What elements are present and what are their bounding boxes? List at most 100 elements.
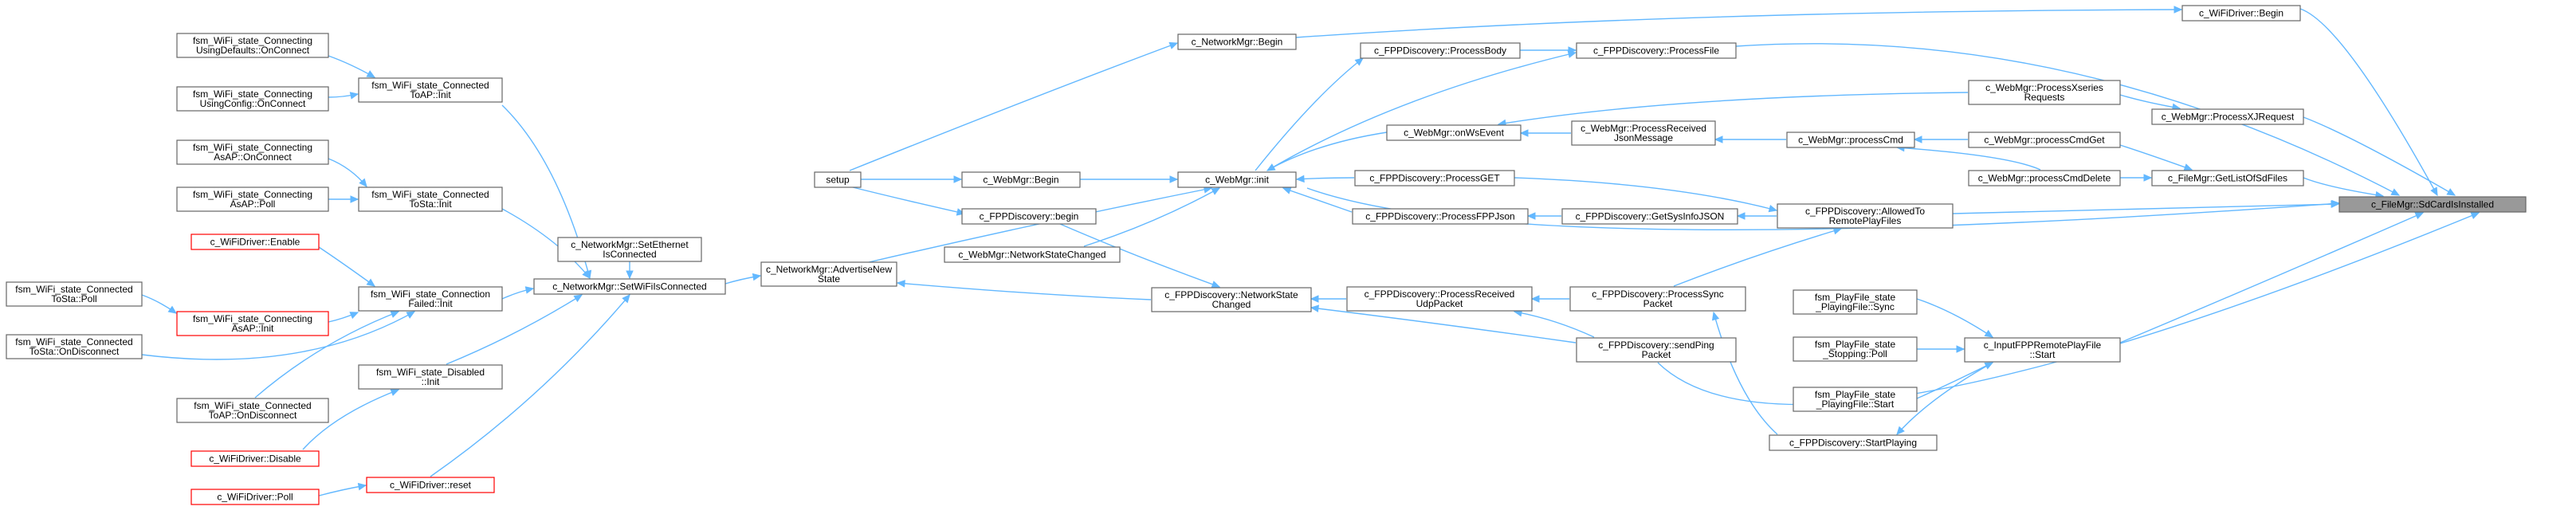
graph-node-fsm-playfile-state-stopping-poll[interactable]: fsm_PlayFile_state_Stopping::Poll — [1793, 336, 1918, 362]
edge-arrowhead — [2430, 186, 2438, 197]
call-edge — [254, 311, 399, 398]
edge-arrowhead — [1211, 281, 1221, 289]
graph-node-c-fppdiscovery-startplaying[interactable]: c_FPPDiscovery::StartPlaying — [1769, 434, 1938, 451]
node-label: c_FPPDiscovery::ProcessReceived — [1365, 289, 1515, 300]
call-edge — [1295, 9, 2182, 38]
node-box — [1964, 337, 2121, 363]
graph-node-fsm-wifi-state-connectedtosta-ondisconnect[interactable]: fsm_WiFi_state_ConnectedToSta::OnDisconn… — [6, 334, 143, 359]
edge-arrowhead — [573, 294, 583, 303]
node-label: c_NetworkMgr::AdvertiseNew — [766, 264, 892, 275]
edge-arrowhead — [2446, 188, 2456, 196]
graph-node-c-fppdiscovery-networkstatechanged[interactable]: c_FPPDiscovery::NetworkStateChanged — [1151, 287, 1312, 312]
edge-arrowhead — [1310, 295, 1319, 303]
graph-node-c-filemgr-getlistofsdfiles[interactable]: c_FileMgr::GetListOfSdFiles — [2151, 170, 2304, 186]
graph-node-fsm-wifi-state-disabled-init[interactable]: fsm_WiFi_state_Disabled::Init — [358, 364, 503, 390]
graph-node-c-networkmgr-setwifiisconnected[interactable]: c_NetworkMgr::SetWiFiIsConnected — [533, 278, 726, 295]
graph-node-c-filemgr-sdcardisinstalled[interactable]: c_FileMgr::SdCardIsInstalled — [2338, 196, 2527, 213]
graph-node-c-fppdiscovery-processget[interactable]: c_FPPDiscovery::ProcessGET — [1354, 170, 1515, 186]
node-label: fsm_WiFi_state_Disabled — [376, 367, 485, 378]
node-label: UsingConfig::OnConnect — [200, 98, 306, 109]
node-label: c_FPPDiscovery::ProcessSync — [1592, 289, 1723, 300]
graph-node-c-webmgr-processcmddelete[interactable]: c_WebMgr::processCmdDelete — [1968, 170, 2121, 186]
node-box — [944, 246, 1121, 263]
call-edge — [849, 186, 965, 214]
edge-arrowhead — [390, 388, 400, 396]
call-edge — [1673, 228, 1842, 287]
graph-node-c-webmgr-init[interactable]: c_WebMgr::init — [1177, 171, 1297, 188]
node-label: c_FPPDiscovery::AllowedTo — [1805, 206, 1925, 217]
node-box — [176, 33, 329, 58]
graph-node-fsm-playfile-state-playingfile-start[interactable]: fsm_PlayFile_state_PlayingFile::Start — [1793, 387, 1918, 412]
graph-node-fsm-playfile-state-playingfile-sync[interactable]: fsm_PlayFile_state_PlayingFile::Sync — [1793, 289, 1918, 315]
graph-node-c-fppdiscovery-getsysinfojson[interactable]: c_FPPDiscovery::GetSysInfoJSON — [1561, 208, 1738, 225]
node-label: c_WebMgr::processCmdGet — [1984, 135, 2105, 146]
node-label: c_NetworkMgr::Begin — [1192, 37, 1283, 48]
call-edge — [849, 42, 1178, 171]
graph-node-c-fppdiscovery-processfile[interactable]: c_FPPDiscovery::ProcessFile — [1576, 42, 1737, 59]
edge-arrowhead — [350, 195, 359, 203]
node-label: c_WebMgr::init — [1205, 175, 1269, 186]
node-label: ToSta::Init — [409, 198, 452, 210]
graph-node-fsm-wifi-state-connectedtoap-ondisconnect[interactable]: fsm_WiFi_state_ConnectedToAP::OnDisconne… — [176, 398, 329, 423]
graph-node-c-webmgr-processcmdget[interactable]: c_WebMgr::processCmdGet — [1968, 132, 2121, 148]
graph-node-c-inputfppremoteplayfile-start[interactable]: c_InputFPPRemotePlayFile::Start — [1964, 337, 2121, 363]
graph-node-c-fppdiscovery-processbody[interactable]: c_FPPDiscovery::ProcessBody — [1360, 42, 1521, 59]
node-label: c_FPPDiscovery::sendPing — [1598, 340, 1714, 351]
graph-node-setup[interactable]: setup — [814, 171, 862, 188]
graph-node-fsm-wifi-state-connectingusingdefaults-onconnect[interactable]: fsm_WiFi_state_ConnectingUsingDefaults::… — [176, 33, 329, 58]
graph-node-c-wifidriver-disable[interactable]: c_WiFiDriver::Disable — [190, 450, 320, 467]
node-label: c_FPPDiscovery::ProcessBody — [1374, 45, 1506, 57]
graph-node-c-webmgr-networkstatechanged[interactable]: c_WebMgr::NetworkStateChanged — [944, 246, 1121, 263]
node-label: c_WebMgr::ProcessXJRequest — [2162, 112, 2295, 123]
node-label: State — [818, 273, 840, 285]
node-label: c_FPPDiscovery::NetworkState — [1164, 289, 1298, 300]
node-label: fsm_WiFi_state_Connected — [371, 189, 489, 200]
node-label: fsm_PlayFile_state — [1815, 339, 1896, 350]
node-label: c_FPPDiscovery::GetSysInfoJSON — [1576, 211, 1725, 222]
graph-node-c-networkmgr-begin[interactable]: c_NetworkMgr::Begin — [1177, 33, 1297, 50]
edge-arrowhead — [2414, 212, 2425, 220]
node-label: Packet — [1642, 349, 1671, 360]
edge-arrowhead — [1984, 329, 1994, 338]
graph-node-c-fppdiscovery-processfppjson[interactable]: c_FPPDiscovery::ProcessFPPJson — [1352, 208, 1529, 225]
node-box — [2151, 108, 2304, 125]
graph-node-c-webmgr-begin[interactable]: c_WebMgr::Begin — [961, 171, 1081, 188]
graph-node-c-wifidriver-enable[interactable]: c_WiFiDriver::Enable — [190, 234, 320, 250]
graph-node-c-wifidriver-poll[interactable]: c_WiFiDriver::Poll — [190, 489, 320, 505]
graph-node-fsm-wifi-state-connectingusingconfig-onconnect[interactable]: fsm_WiFi_state_ConnectingUsingConfig::On… — [176, 86, 329, 112]
graph-node-c-webmgr-processcmd[interactable]: c_WebMgr::processCmd — [1786, 132, 1915, 148]
node-box — [1576, 337, 1737, 363]
edge-arrowhead — [1282, 186, 1292, 194]
edge-arrowhead — [622, 294, 630, 304]
graph-node-c-wifidriver-reset[interactable]: c_WiFiDriver::reset — [366, 477, 495, 493]
call-edge — [897, 282, 1152, 300]
graph-node-c-webmgr-onwsevent[interactable]: c_WebMgr::onWsEvent — [1386, 124, 1522, 141]
graph-node-c-fppdiscovery-begin[interactable]: c_FPPDiscovery::begin — [961, 208, 1097, 225]
node-box — [1352, 208, 1529, 225]
node-label: RemotePlayFiles — [1829, 215, 1902, 226]
graph-node-c-wifidriver-begin[interactable]: c_WiFiDriver::Begin — [2181, 5, 2301, 22]
node-label: fsm_WiFi_state_Connected — [371, 80, 489, 91]
node-label: fsm_WiFi_state_Connecting — [193, 189, 312, 200]
call-edge — [2119, 144, 2193, 171]
node-box — [1777, 203, 1954, 229]
node-label: c_WebMgr::processCmdDelete — [1978, 173, 2111, 184]
node-label: setup — [826, 175, 850, 186]
graph-node-c-webmgr-processxjrequest[interactable]: c_WebMgr::ProcessXJRequest — [2151, 108, 2304, 125]
edge-arrowhead — [2143, 174, 2153, 182]
